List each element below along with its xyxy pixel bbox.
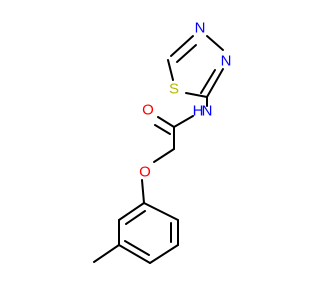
atom-nh-h: H: [193, 103, 204, 120]
bond-n1-n2: [206, 35, 224, 51]
bond-ar6-ar1: [118, 202, 145, 221]
bond-c2-s: [185, 92, 208, 98]
bond-ar4-ar5: [118, 244, 151, 264]
atom-labels: N N S N H O O: [139, 20, 231, 181]
bond-ch2-o: [153, 148, 175, 163]
atom-n1: N: [195, 20, 206, 37]
bond-carbonyl-o-double: [154, 124, 171, 135]
bond-c5-n1: [170, 35, 194, 57]
bond-o-aryl: [141, 179, 145, 204]
atom-o-ether: O: [139, 164, 151, 181]
atom-n2: N: [221, 53, 232, 70]
bond-n2-c2-double: [200, 69, 216, 94]
atom-o-carbonyl: O: [142, 102, 154, 119]
bond-s-c5: [167, 59, 174, 81]
molecule-structure: N N S N H O O: [93, 20, 231, 264]
benzene-ring: [118, 202, 179, 264]
amide-group: [153, 96, 208, 163]
bond-n2-c2: [206, 68, 224, 98]
atom-nh-n: N: [202, 103, 213, 120]
thiadiazole-ring: [167, 35, 224, 98]
bond-ar4-ar5-inner: [124, 240, 150, 256]
bond-ar1-ar2: [143, 202, 179, 221]
bond-c5-n1-double: [176, 44, 197, 63]
bond-ar6-ar1-inner: [125, 210, 146, 225]
bond-ar3-ar4: [149, 244, 179, 264]
bond-methyl: [93, 244, 120, 263]
bond-carbonyl-o: [157, 116, 175, 128]
bond-nh-carbonyl: [173, 115, 194, 128]
atom-s: S: [169, 81, 179, 98]
